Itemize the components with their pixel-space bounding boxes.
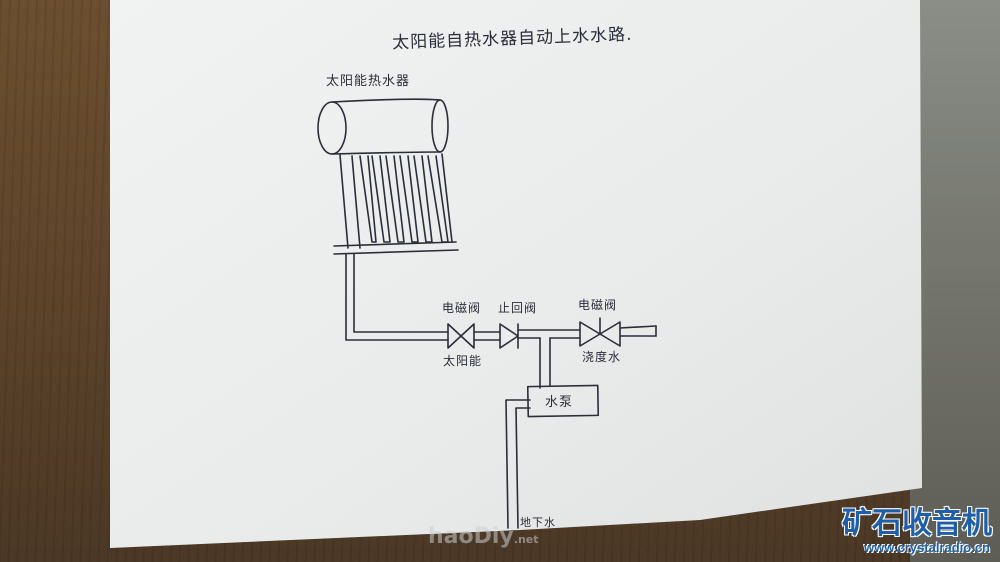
check-valve-label: 止回阀: [498, 301, 538, 315]
schematic-drawing: [317, 98, 657, 529]
forum-watermark: haoDiy.net: [428, 524, 539, 549]
pipe-network: [345, 253, 657, 529]
valve-left-label: 电磁阀: [442, 301, 482, 315]
solenoid-valve-left: [447, 323, 475, 349]
forum-watermark-text: haoDiy: [428, 524, 514, 549]
site-watermark-url: www.crystalradio.cn: [864, 540, 990, 555]
forum-watermark-suffix: .net: [513, 533, 539, 546]
below-left-label: 太阳能: [443, 354, 483, 368]
valve-right-label: 电磁阀: [578, 298, 618, 312]
heater-label: 太阳能热水器: [326, 74, 411, 89]
solar-heater-drawing: [317, 98, 459, 255]
source-label: 地下水: [520, 516, 556, 529]
paper-surface: [110, 0, 922, 548]
pump-label: 水泵: [545, 395, 574, 410]
solenoid-valve-right: [579, 317, 621, 347]
check-valve: [499, 323, 519, 349]
below-right-label: 浇度水: [582, 350, 622, 364]
site-watermark-cn: 矿石收音机: [842, 506, 992, 541]
gray-surface: [910, 0, 1000, 562]
